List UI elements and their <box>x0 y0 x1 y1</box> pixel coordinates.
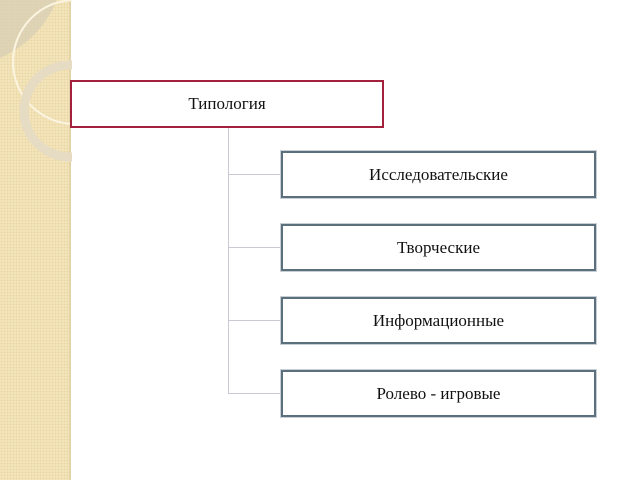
child-node-label: Ролево - игровые <box>376 383 501 403</box>
child-node-label: Информационные <box>372 310 505 330</box>
connector-trunk <box>228 128 229 393</box>
child-node-creative: Творческие <box>281 224 596 271</box>
child-node-role-play: Ролево - игровые <box>281 370 596 417</box>
child-node-informational: Информационные <box>281 297 596 344</box>
child-node-label: Исследовательские <box>369 164 508 184</box>
connector-branch <box>228 247 281 248</box>
child-node-label: Творческие <box>397 237 480 257</box>
connector-branch <box>228 174 281 175</box>
root-node-label: Типология <box>188 94 266 113</box>
root-node-typology: Типология <box>70 80 384 128</box>
child-node-research: Исследовательские <box>281 151 596 198</box>
connector-branch <box>228 320 281 321</box>
decorative-circles <box>0 0 72 162</box>
connector-branch <box>228 393 281 394</box>
